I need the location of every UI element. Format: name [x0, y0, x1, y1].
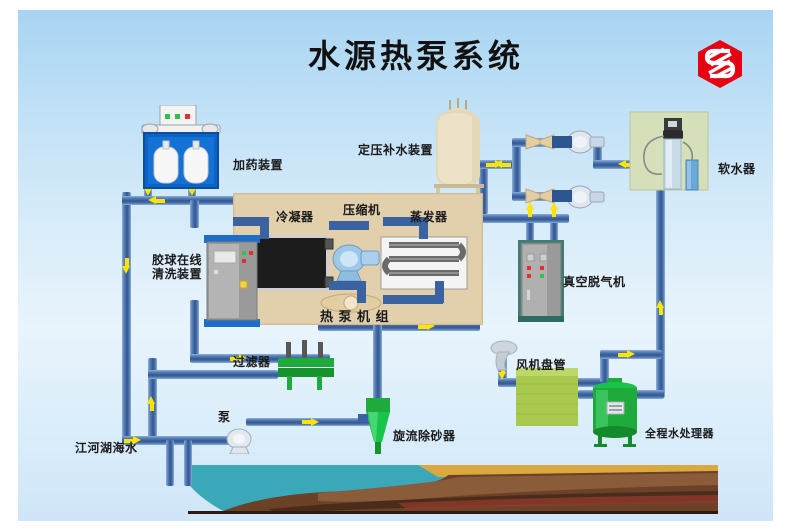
label-cyclone-sand-separator: 旋流除砂器	[393, 429, 456, 443]
flow-arrow-header	[148, 196, 156, 204]
ball-cleaning-device	[204, 235, 260, 327]
pipe-cleaning-outlet	[190, 300, 199, 360]
cyclone-sand-separator	[358, 398, 398, 456]
pipe-degasser-right	[550, 214, 558, 242]
pressure-makeup-device	[428, 96, 490, 200]
pipe-cleaning-bottom	[190, 354, 330, 363]
filter	[276, 340, 338, 392]
flow-arrow-sandfeed	[311, 417, 319, 426]
flow-arrow-rightmain-bar	[658, 306, 663, 315]
label-ball-cleaning-device: 胶球在线 清洗装置	[152, 253, 203, 282]
flow-arrow-rightmain	[656, 300, 664, 308]
flow-arrow-degasser-l	[525, 202, 534, 210]
label-water-softener: 软水器	[718, 162, 756, 176]
label-fan-coil-unit: 风机盘管	[516, 358, 567, 372]
flow-arrow-degasser-l-bar	[528, 208, 532, 217]
label-condenser: 冷凝器	[276, 210, 314, 224]
page-title: 水源热泵系统	[308, 37, 525, 75]
flow-arrow-fancoil-ret-bar	[618, 352, 627, 357]
label-filter: 过滤器	[233, 355, 271, 369]
flow-arrow-toploop-b-bar	[502, 162, 511, 167]
flow-arrow-cleanbot	[239, 354, 247, 362]
pipe-water-intake-a	[166, 440, 174, 486]
pipe-pump-suction	[122, 436, 232, 445]
label-full-range-water-processor: 全程水处理器	[645, 427, 714, 440]
flow-arrow-fancoil-ret	[627, 350, 635, 358]
ground-cross-section	[18, 431, 773, 521]
full-range-water-processor	[590, 378, 642, 448]
flow-arrow-filter	[147, 396, 155, 404]
pipe-left-trunk	[122, 192, 131, 444]
flow-arrow-fancoil-in	[498, 372, 506, 380]
diagram-sky-background: 水源热泵系统	[18, 10, 773, 521]
pipe-fancoil-in-h	[498, 378, 530, 387]
flow-arrow-degasser-r	[549, 202, 558, 210]
expansion-joint-upper	[524, 132, 572, 152]
flow-arrow-cleanbot-bar	[230, 356, 239, 361]
pipe-unit-to-sand	[318, 322, 480, 331]
expansion-joint-lower	[524, 186, 572, 206]
pipe-cleaning-down-left	[190, 200, 199, 228]
label-dosing-device: 加药装置	[233, 158, 284, 172]
flow-arrow-dosing-a	[143, 188, 152, 196]
fan-coil-diffuser	[484, 340, 518, 372]
loop-pump-lower	[564, 184, 606, 210]
loop-pump-upper	[564, 130, 606, 156]
flow-arrow-toploop-in	[618, 160, 626, 168]
flow-arrow-left-trunk-bar	[124, 258, 129, 267]
water-softener	[628, 110, 710, 192]
heat-pump-unit	[232, 192, 484, 326]
pipe-fancoil-out-v	[600, 350, 609, 382]
label-pump: 泵	[218, 410, 231, 424]
pipe-right-main	[656, 160, 665, 398]
flow-arrow-degasser-r-bar	[552, 208, 556, 217]
flow-arrow-toploop-a-bar	[486, 162, 495, 167]
pump	[224, 428, 258, 455]
company-hexagon-logo	[694, 38, 746, 90]
flow-arrow-pumpline	[133, 436, 141, 444]
flow-arrow-filter-bar	[149, 402, 154, 411]
dosing-device	[136, 104, 228, 190]
pipe-fancoil-out-h	[570, 378, 608, 387]
flow-arrow-sandfeed-bar	[302, 420, 311, 424]
pipe-top-loop-right	[593, 138, 602, 168]
label-heat-pump-unit: 热 泵 机 组	[320, 310, 390, 325]
flow-arrow-toploop-b	[494, 160, 502, 168]
flow-arrow-pumpline-bar	[124, 438, 133, 443]
pipe-sand-inlet-down	[373, 322, 382, 404]
flow-arrow-dosing-b	[187, 188, 196, 196]
flow-arrow-unitbot	[427, 322, 435, 330]
label-evaporator: 蒸发器	[410, 210, 448, 224]
fan-coil-unit	[516, 368, 578, 426]
label-compressor: 压缩机	[343, 203, 381, 217]
flow-arrow-unitbot-bar	[418, 324, 427, 329]
label-natural-water-source: 江河湖海水	[75, 441, 138, 455]
pipe-filter-line	[148, 370, 278, 379]
label-vacuum-degasser: 真空脱气机	[563, 275, 626, 289]
flow-arrow-left-trunk	[122, 266, 130, 274]
vacuum-degasser	[518, 240, 564, 322]
pipe-top-loop-left	[512, 138, 521, 200]
pipe-degasser-header	[479, 214, 569, 223]
label-pressure-makeup-device: 定压补水装置	[358, 143, 434, 157]
pipe-water-intake-b	[184, 440, 192, 486]
flow-arrow-header-bar	[156, 198, 165, 203]
pipe-cleaning-top	[168, 196, 263, 205]
pipe-degasser-left	[526, 214, 534, 242]
